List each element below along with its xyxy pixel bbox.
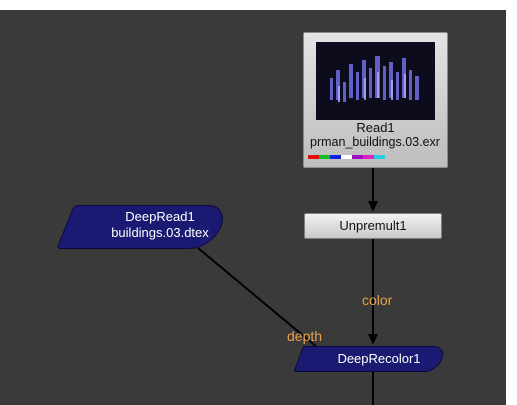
read1-thumbnail (316, 42, 435, 120)
deepread1-title: DeepRead1 (125, 209, 195, 224)
channel-swatch-purple (352, 155, 363, 159)
channel-swatch-magenta (363, 155, 374, 159)
buildings-thumbnail-image (316, 42, 435, 120)
arrowhead-icon (368, 201, 378, 212)
connection-wires (197, 168, 378, 405)
channel-swatches (308, 155, 385, 159)
channel-swatch-white (341, 155, 352, 159)
deeprecolor1-label: DeepRecolor1 (337, 351, 421, 366)
unpremult1-label: Unpremult1 (339, 218, 407, 233)
channel-swatch-red (308, 155, 319, 159)
arrowhead-icon (368, 334, 378, 345)
read1-title: Read1 (356, 120, 395, 135)
deepread1-filename: buildings.03.dtex (111, 225, 209, 240)
unpremult1-node[interactable]: Unpremult1 (304, 213, 442, 239)
pipe-label-depth: depth (287, 328, 323, 344)
deepread1-labels: DeepRead1 buildings.03.dtex (84, 209, 236, 241)
read1-node[interactable]: Read1 prman_buildings.03.exr (303, 32, 448, 168)
channel-swatch-blue (330, 155, 341, 159)
channel-swatch-green (319, 155, 330, 159)
read1-filename: prman_buildings.03.exr (310, 135, 440, 149)
node-graph-canvas[interactable]: Read1 prman_buildings.03.exr Unpremult1 … (0, 10, 506, 405)
pipe-label-color: color (362, 292, 393, 308)
channel-swatch-cyan (374, 155, 385, 159)
wire-deepread-to-deeprecolor[interactable] (197, 247, 319, 349)
